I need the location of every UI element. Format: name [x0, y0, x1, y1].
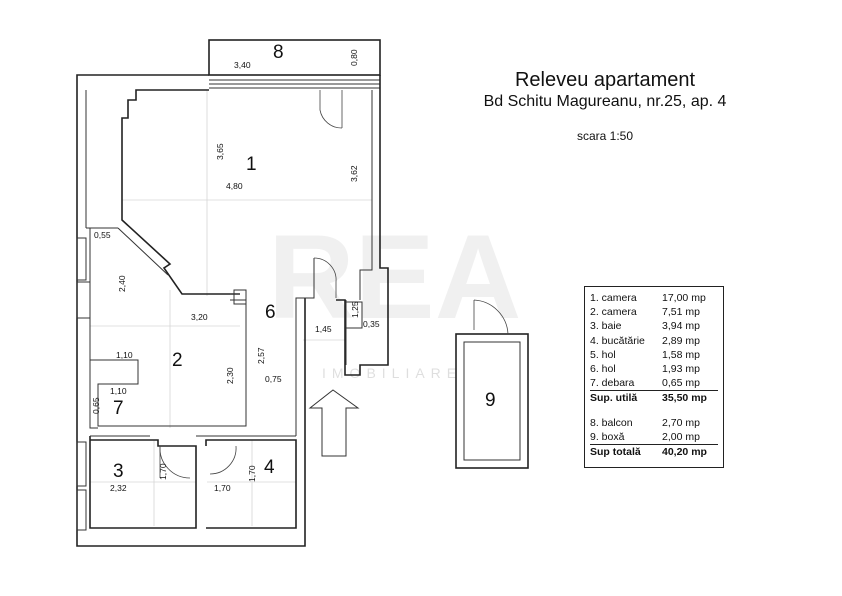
storage-9	[455, 299, 529, 469]
dim-room1-width: 4,80	[226, 181, 243, 191]
doors	[159, 90, 343, 479]
watermark-logo: REA	[268, 210, 521, 344]
dimension-labels: 3,40 0,80 3,65 4,80 3,62 0,55 2,40 3,20 …	[91, 49, 380, 493]
page-title: Releveu apartament	[514, 69, 696, 91]
watermark: REA IMOBILIARE	[268, 210, 521, 381]
dim-075: 0,75	[265, 374, 282, 384]
entrance-arrow	[308, 389, 360, 457]
dim-room3-height: 1,70	[158, 463, 168, 480]
dim-room3-width: 2,32	[110, 483, 127, 493]
room-number-1: 1	[246, 154, 257, 175]
room-7-walls	[89, 360, 98, 429]
room-numbers: 8 1 6 2 7 3 4 9	[113, 42, 496, 482]
room-1-walls	[85, 89, 240, 295]
left-windows	[76, 237, 91, 531]
dim-065: 0,65	[91, 397, 101, 414]
room-number-8: 8	[273, 42, 284, 63]
dim-257: 2,57	[256, 347, 266, 364]
dim-145: 1,45	[315, 324, 332, 334]
dim-room2-height: 2,30	[225, 367, 235, 384]
dim-room1-right: 3,62	[349, 165, 359, 182]
plan-title-block: Releveu apartament Bd Schitu Magureanu, …	[470, 68, 740, 144]
hallway-6-walls	[295, 258, 363, 436]
room-number-6: 6	[265, 302, 276, 323]
dim-room4-width: 1,70	[214, 483, 231, 493]
room-number-3: 3	[113, 461, 124, 482]
rooms-3-4-walls	[89, 435, 297, 529]
dim-110-top: 1,10	[116, 350, 133, 360]
room-number-2: 2	[172, 350, 183, 371]
watermark-tagline: IMOBILIARE	[322, 365, 462, 381]
room-number-9: 9	[485, 390, 496, 411]
dim-055: 0,55	[94, 230, 111, 240]
dim-balcony-width: 3,40	[234, 60, 251, 70]
dim-room4-height: 1,70	[247, 465, 257, 482]
room-number-7: 7	[113, 398, 124, 419]
tile-grid	[90, 90, 372, 526]
dim-room2-width: 3,20	[191, 312, 208, 322]
dim-room1-height: 3,65	[215, 143, 225, 160]
dim-balcony-depth: 0,80	[349, 49, 359, 66]
dim-240: 2,40	[117, 275, 127, 292]
balcony-8	[208, 39, 381, 89]
outer-walls	[76, 74, 389, 547]
dim-110-bottom: 1,10	[110, 386, 127, 396]
dim-125: 1,25	[350, 301, 360, 318]
room-2-walls	[89, 228, 247, 427]
address: Bd Schitu Magureanu, nr.25, ap. 4	[483, 93, 727, 110]
dim-035: 0,35	[363, 319, 380, 329]
room-number-4: 4	[264, 457, 275, 478]
scale-label: scara 1:50	[576, 129, 634, 143]
